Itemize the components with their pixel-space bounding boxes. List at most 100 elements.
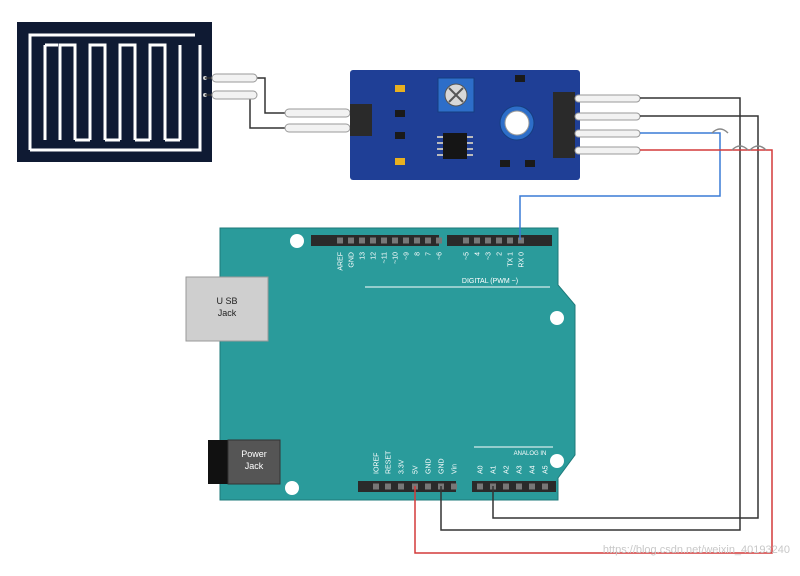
digital-pin-hole xyxy=(370,237,376,244)
module-smd-4 xyxy=(395,158,405,165)
usb-label-line1: U SB xyxy=(216,296,237,306)
module-output-pins xyxy=(574,94,641,155)
power-pin-label: RESET xyxy=(386,450,393,474)
analog-pin-label: A1 xyxy=(491,465,498,474)
analog-pin-hole xyxy=(516,483,522,490)
digital-pin-hole xyxy=(463,237,469,244)
module-smd-3 xyxy=(395,132,405,139)
mount-hole-4 xyxy=(285,481,299,495)
digital-pin-label: AREF xyxy=(338,252,345,271)
out-pin-3 xyxy=(574,129,641,138)
wire-crossover-hops xyxy=(711,128,767,151)
led-icon xyxy=(499,105,535,141)
module-smd-2 xyxy=(395,110,405,117)
power-pin-hole xyxy=(398,483,404,490)
out-pin-2 xyxy=(574,112,641,121)
module-smd-1 xyxy=(395,85,405,92)
usb-label-line2: Jack xyxy=(218,308,237,318)
digital-pin-hole xyxy=(348,237,354,244)
digital-pin-hole xyxy=(392,237,398,244)
analog-pin-label: A2 xyxy=(504,465,511,474)
analog-pin-hole xyxy=(542,483,548,490)
power-jack: Power Jack xyxy=(208,439,281,485)
plate-pin-b-sleeve xyxy=(211,90,258,100)
power-pin-label: 3.3V xyxy=(399,459,406,474)
wire-vcc xyxy=(414,149,773,554)
module-board xyxy=(350,70,580,180)
power-pin-hole xyxy=(373,483,379,490)
mount-hole-2 xyxy=(550,311,564,325)
power-header xyxy=(358,481,456,492)
chip-icon xyxy=(437,133,473,159)
module-smd-6 xyxy=(500,160,510,167)
module-smd-7 xyxy=(525,160,535,167)
analog-pin-label: A5 xyxy=(543,465,550,474)
module-in-pin-a-sleeve xyxy=(284,108,351,118)
digital-pin-label: GND xyxy=(349,252,356,268)
analog-pin-hole xyxy=(529,483,535,490)
digital-pin-hole xyxy=(403,237,409,244)
digital-pin-label: 13 xyxy=(360,252,367,260)
analog-pin-label: A3 xyxy=(517,465,524,474)
digital-pin-label: ~10 xyxy=(393,252,400,264)
digital-pin-label: ~9 xyxy=(404,252,411,260)
out-pin-1 xyxy=(574,94,641,103)
watermark-text: https://blog.csdn.net/weixin_40193240 xyxy=(603,544,790,556)
module-input-header xyxy=(350,104,372,136)
module-smd-5 xyxy=(515,75,525,82)
digital-pin-label: 8 xyxy=(415,252,422,256)
digital-pin-hole xyxy=(496,237,502,244)
power-pin-label: 5V xyxy=(413,465,420,474)
power-pin-label: GND xyxy=(426,458,433,474)
analog-pin-label: A4 xyxy=(530,465,537,474)
plate-pin-a-sleeve xyxy=(211,73,258,83)
digital-pin-hole xyxy=(474,237,480,244)
digital-pin-hole xyxy=(381,237,387,244)
digital-pin-label: 7 xyxy=(426,252,433,256)
analog-pin-hole xyxy=(503,483,509,490)
digital-pin-hole xyxy=(485,237,491,244)
analog-pin-label: A0 xyxy=(478,465,485,474)
digital-header-label: DIGITAL (PWM ~) xyxy=(462,278,518,285)
module-to-arduino-wires xyxy=(414,97,773,554)
digital-pin-label: ~3 xyxy=(486,252,493,260)
rain-sensor-plate xyxy=(17,22,212,162)
wire-gnd xyxy=(440,97,741,531)
analog-header xyxy=(472,481,556,492)
digital-pin-hole xyxy=(518,237,524,244)
sensor-module xyxy=(350,70,580,180)
analog-header-label: ANALOG IN xyxy=(514,451,547,457)
digital-pin-label: RX 0 xyxy=(519,252,526,268)
plate-connector-pins xyxy=(211,73,351,133)
module-output-header xyxy=(553,92,575,158)
digital-pin-label: ~6 xyxy=(437,252,444,260)
usb-jack: U SB Jack xyxy=(185,276,269,342)
digital-pin-hole xyxy=(507,237,513,244)
digital-pin-label: 4 xyxy=(475,252,482,256)
power-pin-label: Vin xyxy=(452,464,459,474)
out-pin-4 xyxy=(574,146,641,155)
digital-pin-label: 12 xyxy=(371,252,378,260)
power-label-line2: Jack xyxy=(245,461,264,471)
rain-sensor-trace xyxy=(28,33,202,152)
arduino-pcb xyxy=(219,227,576,501)
power-pin-label: IOREF xyxy=(374,453,381,474)
power-pin-hole xyxy=(451,483,457,490)
digital-pin-hole xyxy=(436,237,442,244)
analog-pin-hole xyxy=(477,483,483,490)
digital-pin-hole xyxy=(337,237,343,244)
digital-pin-label: ~5 xyxy=(464,252,471,260)
power-pin-hole xyxy=(425,483,431,490)
plate-to-module-wires xyxy=(205,77,300,129)
wire-digital-out xyxy=(519,132,721,240)
digital-pin-label: 2 xyxy=(497,252,504,256)
wire-analog-out xyxy=(492,115,759,519)
power-pin-label: GND xyxy=(439,458,446,474)
digital-pin-hole xyxy=(414,237,420,244)
digital-pin-label: TX 1 xyxy=(508,252,515,267)
power-pin-hole xyxy=(385,483,391,490)
